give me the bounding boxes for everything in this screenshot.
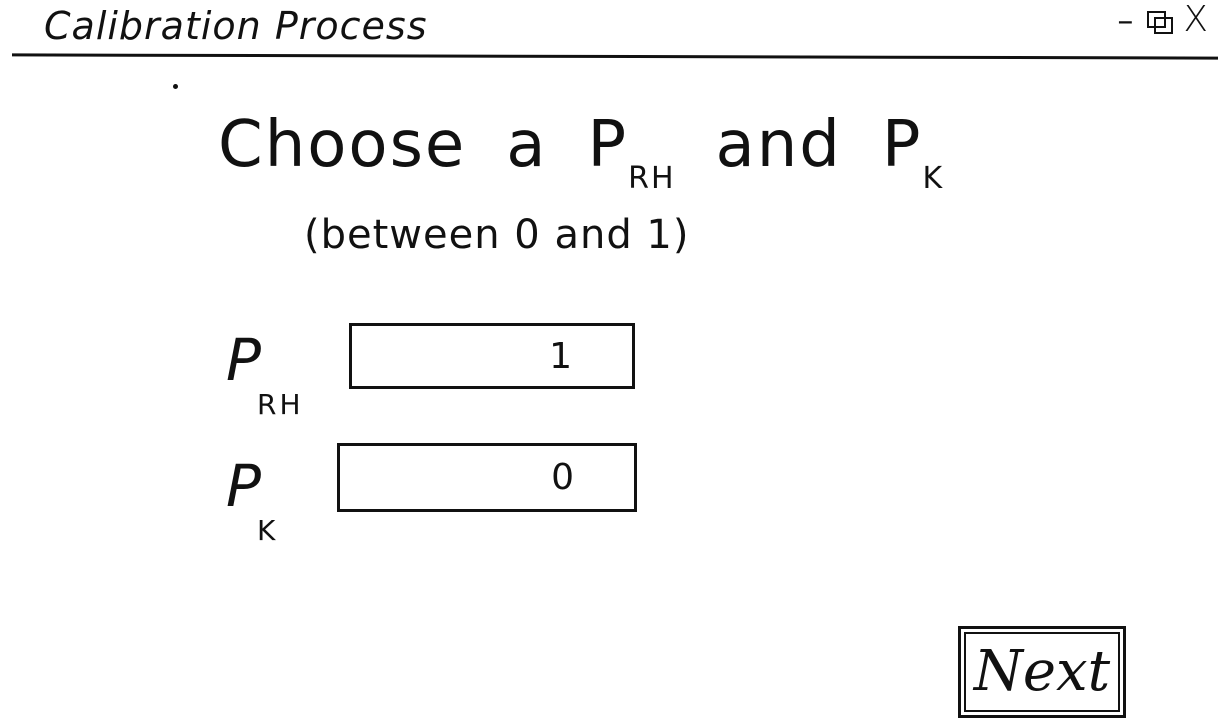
p-rh-label: PRH: [226, 326, 304, 421]
p-rh-label-symbol: P: [226, 326, 261, 394]
heading-p-k-subscript: K: [922, 161, 945, 196]
window-controls: – X: [1113, 2, 1212, 38]
close-icon[interactable]: X: [1179, 2, 1212, 38]
heading-p-k-symbol: P: [881, 108, 923, 182]
p-k-label: PK: [226, 452, 278, 547]
heading-choose: Choose: [218, 108, 467, 182]
title-bar: Calibration Process – X: [0, 0, 1220, 64]
next-button[interactable]: Next: [958, 626, 1126, 718]
maximize-front-square: [1154, 17, 1174, 34]
p-k-input[interactable]: [337, 443, 637, 512]
p-k-label-symbol: P: [226, 452, 261, 520]
heading-p-rh-subscript: RH: [628, 161, 676, 196]
title-divider: [11, 53, 1219, 60]
p-rh-label-subscript: RH: [256, 388, 304, 421]
p-k-label-subscript: K: [256, 514, 279, 547]
heading-and: and: [715, 108, 842, 182]
window-title: Calibration Process: [44, 4, 428, 48]
heading-p-rh-symbol: P: [587, 108, 629, 182]
maximize-icon[interactable]: [1143, 5, 1174, 35]
p-rh-input[interactable]: [349, 323, 635, 389]
minimize-icon[interactable]: –: [1113, 4, 1137, 36]
maximize-back-square: [1147, 11, 1167, 28]
heading-article: a: [506, 108, 548, 182]
range-note: (between 0 and 1): [304, 212, 690, 258]
stray-dot: [173, 84, 178, 89]
